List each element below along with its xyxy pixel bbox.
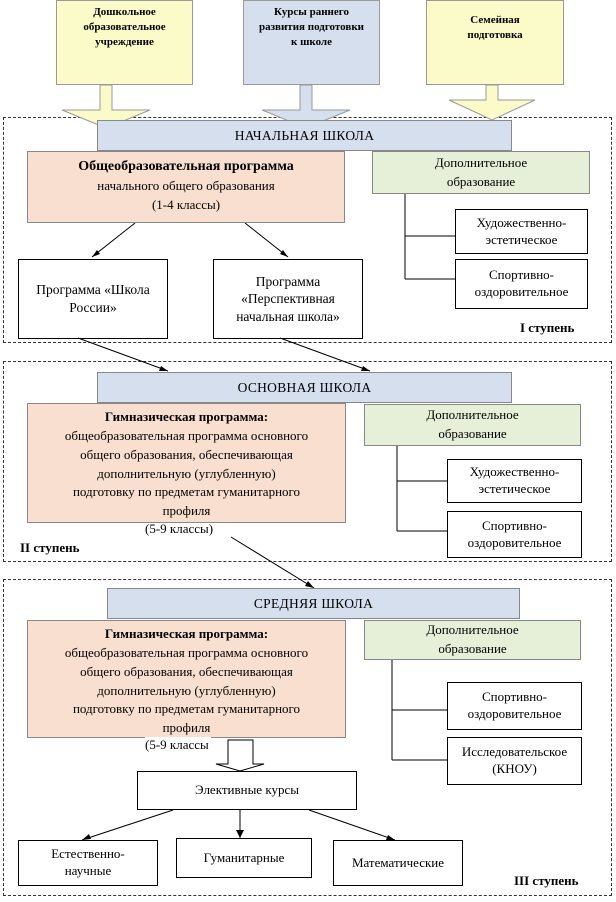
elective-humanities-box: Гуманитарные bbox=[176, 838, 312, 878]
source-family: Семейная подготовка bbox=[426, 0, 564, 85]
basic-additional-label: Дополнительное образование bbox=[426, 407, 519, 441]
electives-arrow bbox=[215, 739, 265, 772]
program-school-russia-label: Программа «Школа России» bbox=[36, 282, 150, 315]
secondary-additional-box: Дополнительное образование bbox=[364, 620, 581, 660]
basic-add-art-box: Художественно-эстетическое bbox=[447, 459, 582, 503]
source-preschool-label: Дошкольное образовательное учреждение bbox=[83, 6, 166, 48]
basic-school-label: ОСНОВНАЯ ШКОЛА bbox=[237, 379, 372, 395]
primary-add-sport-label: Спортивно-оздоровительное bbox=[474, 267, 569, 299]
secondary-add-sport-box: Спортивно-оздоровительное bbox=[447, 682, 582, 730]
stage-1-label: I ступень bbox=[520, 320, 575, 335]
secondary-add-research-label: Исследовательское (КНОУ) bbox=[461, 744, 568, 776]
secondary-program-line-2: общего образования, обеспечивающая bbox=[80, 663, 293, 679]
source-arrow-3 bbox=[448, 84, 536, 121]
secondary-program-grades: (5-9 классы bbox=[145, 737, 211, 753]
basic-program-title: Гимназическая программа: bbox=[104, 409, 269, 424]
secondary-additional-label: Дополнительное образование bbox=[426, 622, 519, 656]
primary-program-line1: начального общего образования bbox=[97, 178, 275, 194]
basic-additional-box: Дополнительное образование bbox=[364, 404, 581, 446]
basic-add-art-label: Художественно-эстетическое bbox=[469, 464, 560, 496]
program-perspective-label: Программа «Перспективная начальная школа… bbox=[236, 273, 340, 324]
basic-program-line-5: профиля bbox=[162, 503, 211, 519]
electives-label: Элективные курсы bbox=[195, 782, 299, 798]
elective-math-box: Математические bbox=[333, 840, 463, 886]
source-preschool: Дошкольное образовательное учреждение bbox=[56, 0, 193, 85]
primary-additional-label: Дополнительное образование bbox=[434, 154, 528, 189]
source-family-label: Семейная подготовка bbox=[467, 14, 523, 41]
primary-program-box: Общеобразовательная программа начального… bbox=[27, 151, 345, 223]
secondary-add-research-box: Исследовательское (КНОУ) bbox=[447, 737, 582, 785]
secondary-add-sport-label: Спортивно-оздоровительное bbox=[467, 689, 562, 721]
elective-humanities-label: Гуманитарные bbox=[203, 849, 285, 865]
basic-add-sport-box: Спортивно-оздоровительное bbox=[447, 511, 582, 558]
basic-program-line-2: общего образования, обеспечивающая bbox=[80, 446, 293, 462]
basic-program-line-1: общеобразовательная программа основного bbox=[64, 427, 309, 443]
secondary-program-line-1: общеобразовательная программа основного bbox=[64, 644, 309, 660]
basic-school-box: ОСНОВНАЯ ШКОЛА bbox=[97, 372, 512, 403]
secondary-program-line-5: профиля bbox=[162, 720, 211, 736]
stage-2-frame bbox=[3, 361, 612, 562]
elective-natural-label: Естественно-научные bbox=[51, 846, 125, 878]
stage-3-label: III ступень bbox=[514, 873, 579, 888]
secondary-program-title: Гимназическая программа: bbox=[104, 626, 269, 641]
basic-program-grades: (5-9 классы) bbox=[145, 521, 214, 536]
elective-natural-box: Естественно-научные bbox=[18, 840, 158, 886]
primary-program-title: Общеобразовательная программа bbox=[78, 159, 294, 174]
program-perspective-box: Программа «Перспективная начальная школа… bbox=[213, 259, 363, 339]
secondary-program-line-4: подготовку по предметам гуманитарного bbox=[72, 701, 301, 717]
basic-program-box: Гимназическая программа: общеобразовател… bbox=[27, 403, 346, 523]
stage-2-label: II ступень bbox=[20, 540, 80, 555]
primary-add-art-box: Художественно-эстетическое bbox=[455, 209, 588, 254]
stage-3-frame bbox=[3, 579, 612, 896]
source-early-courses-label: Курсы раннего развития подготовки к школ… bbox=[258, 6, 365, 48]
primary-add-sport-box: Спортивно-оздоровительное bbox=[455, 259, 588, 309]
secondary-school-box: СРЕДНЯЯ ШКОЛА bbox=[107, 588, 520, 619]
source-arrow-1 bbox=[61, 84, 151, 129]
primary-school-label: НАЧАЛЬНАЯ ШКОЛА bbox=[234, 127, 375, 143]
source-early-courses: Курсы раннего развития подготовки к школ… bbox=[243, 0, 380, 85]
elective-math-label: Математические bbox=[351, 854, 445, 870]
basic-program-line-4: подготовку по предметам гуманитарного bbox=[72, 484, 301, 500]
primary-school-box: НАЧАЛЬНАЯ ШКОЛА bbox=[97, 120, 512, 151]
secondary-school-label: СРЕДНЯЯ ШКОЛА bbox=[253, 595, 374, 611]
program-school-russia-box: Программа «Школа России» bbox=[18, 259, 168, 339]
electives-box: Элективные курсы bbox=[137, 771, 357, 810]
basic-program-line-3: дополнительную (углубленную) bbox=[97, 465, 276, 481]
secondary-program-line-3: дополнительную (углубленную) bbox=[97, 682, 276, 698]
source-arrow-2 bbox=[261, 84, 351, 129]
primary-program-grades: (1-4 классы) bbox=[151, 197, 221, 213]
secondary-program-box: Гимназическая программа: общеобразовател… bbox=[27, 620, 346, 738]
primary-add-art-label: Художественно-эстетическое bbox=[476, 214, 567, 247]
basic-add-sport-label: Спортивно-оздоровительное bbox=[467, 517, 562, 550]
primary-additional-box: Дополнительное образование bbox=[372, 151, 590, 194]
